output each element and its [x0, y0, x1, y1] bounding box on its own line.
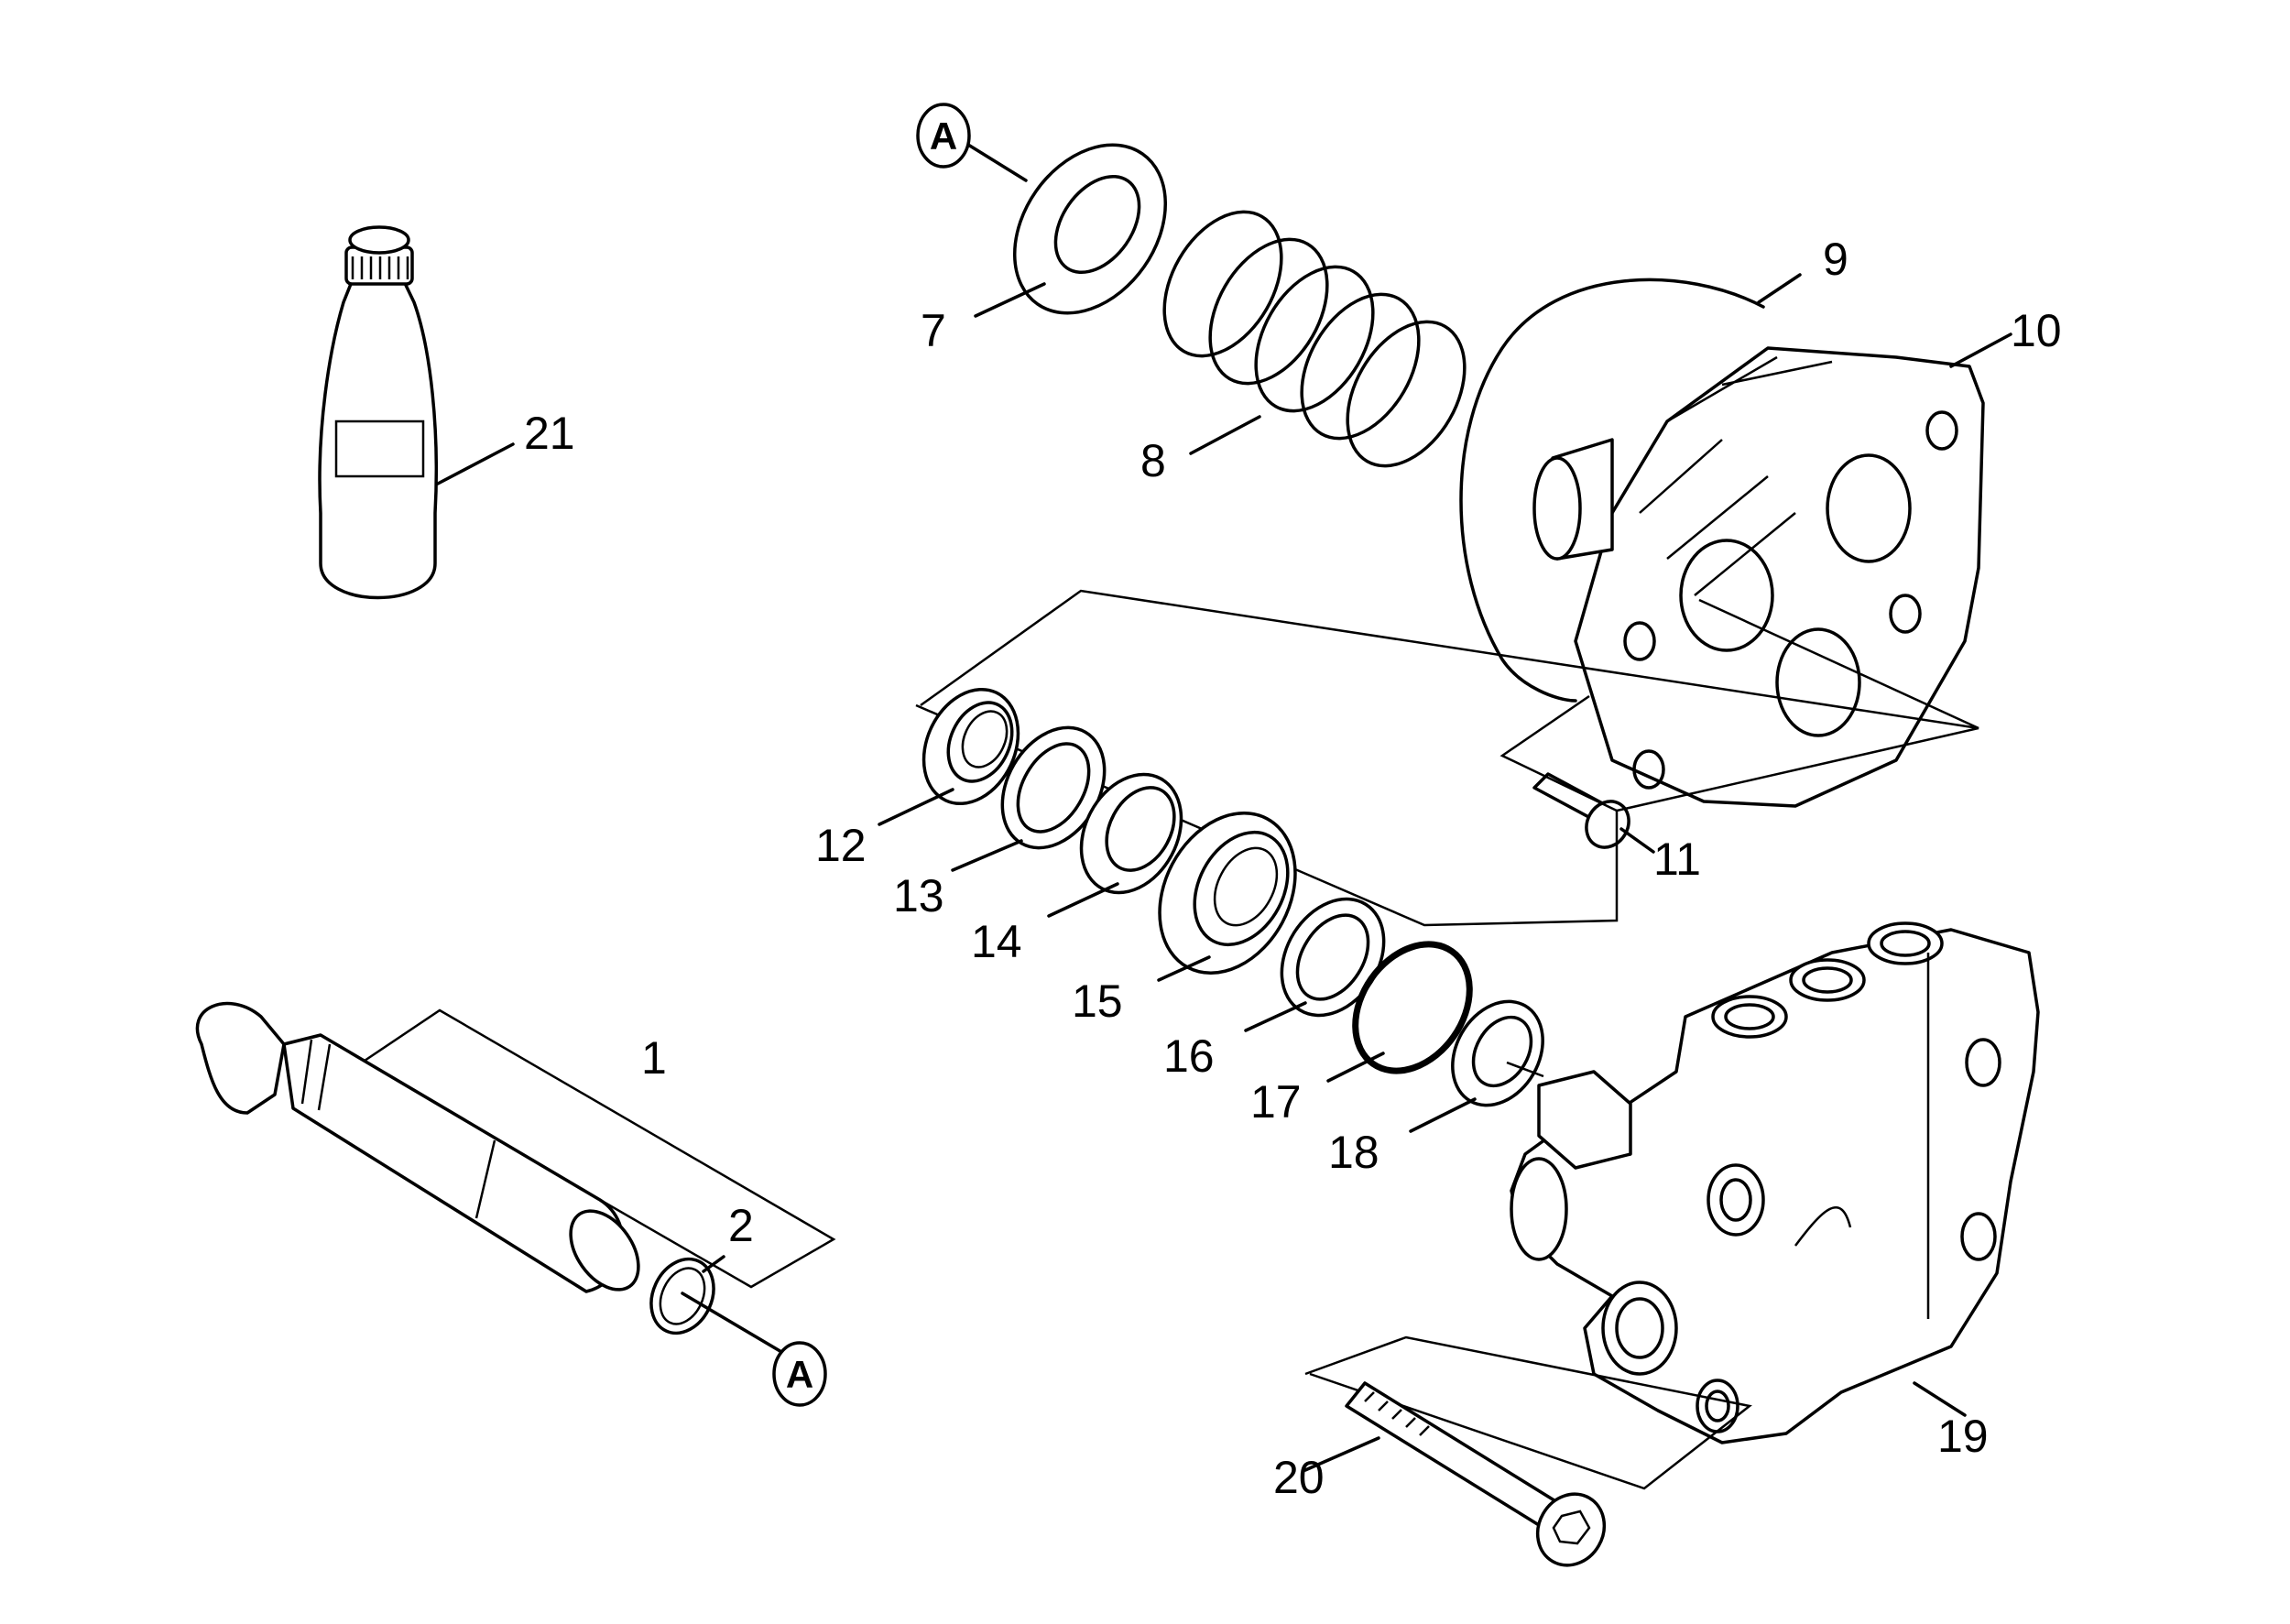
- callout-2: 2: [728, 1200, 754, 1251]
- ref-mark-top: A: [916, 103, 971, 169]
- part-11-screw: [1532, 772, 1655, 854]
- part-17-o-ring: [1326, 941, 1473, 1083]
- callout-12: 12: [815, 820, 867, 871]
- callout-19: 19: [1937, 1411, 1989, 1462]
- part-18-seal: [1409, 999, 1544, 1133]
- part-12-seal: [878, 687, 1020, 826]
- part-15-seal: [1157, 811, 1297, 982]
- callout-17: 17: [1250, 1076, 1302, 1128]
- callout-21: 21: [524, 408, 575, 459]
- part-21-oil-bottle: [318, 225, 515, 600]
- callout-1: 1: [641, 1032, 667, 1084]
- callout-18: 18: [1328, 1127, 1379, 1178]
- part-14-seal: [1047, 772, 1183, 918]
- part-20-bolt: [1303, 1335, 1752, 1567]
- part-7-seal-ring: [966, 143, 1168, 318]
- part-1-piston: [195, 1001, 836, 1293]
- callout-7: 7: [921, 305, 946, 356]
- bracket-housing-group: [1499, 694, 1618, 812]
- leader-10-group: [1698, 598, 1979, 730]
- ref-mark-top-letter: A: [930, 114, 957, 158]
- callout-10: 10: [2011, 305, 2062, 356]
- callout-15: 15: [1072, 975, 1123, 1027]
- callout-20: 20: [1273, 1452, 1325, 1503]
- part-19-pump-head: [1510, 921, 2040, 1444]
- callout-16: 16: [1163, 1030, 1215, 1082]
- callout-13: 13: [893, 870, 944, 921]
- bracket-seal-set: [915, 589, 1979, 927]
- callout-labels: 1 2 7 8 9 10 11 12 13 14 15 16 17 18 19 …: [524, 234, 2062, 1503]
- part-16-washer: [1244, 897, 1386, 1032]
- part-8-spring: [1162, 210, 1467, 468]
- ref-mark-bottom: A: [772, 1341, 827, 1407]
- callout-11: 11: [1653, 834, 1701, 885]
- part-10-housing-plate: [1532, 332, 2012, 808]
- ref-mark-bottom-letter: A: [786, 1353, 813, 1396]
- part-9-o-ring: [1459, 273, 1802, 703]
- callout-9: 9: [1823, 234, 1848, 285]
- callout-14: 14: [971, 916, 1022, 967]
- part-2-circlip: [649, 1255, 790, 1357]
- callout-8: 8: [1140, 435, 1166, 486]
